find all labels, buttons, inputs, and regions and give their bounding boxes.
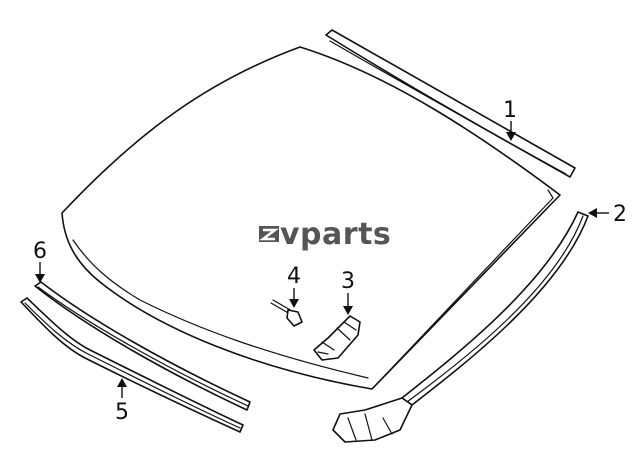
watermark-logo-icon	[259, 226, 279, 242]
callout-label-2: 2	[613, 202, 627, 227]
watermark: vparts	[259, 217, 391, 252]
callout-arrow-5	[117, 378, 127, 398]
callout-label-6: 6	[33, 239, 47, 264]
side-molding-right[interactable]	[332, 211, 589, 443]
lower-molding-left[interactable]	[20, 297, 244, 433]
callout-label-1: 1	[503, 98, 517, 123]
trim-strip-left[interactable]	[34, 281, 251, 411]
watermark-text: vparts	[280, 217, 391, 252]
callout-arrow-6	[35, 262, 45, 283]
callout-arrow-2	[588, 208, 609, 218]
retainer-clip[interactable]	[270, 299, 303, 327]
callout-label-3: 3	[341, 269, 355, 294]
upper-molding[interactable]	[325, 29, 576, 178]
callout-arrow-4	[289, 288, 299, 308]
callout-arrow-3	[343, 293, 353, 315]
windshield-glass[interactable]	[61, 46, 561, 390]
sensor-bracket[interactable]	[313, 315, 361, 361]
callout-label-4: 4	[287, 264, 301, 289]
callout-arrow-1	[506, 121, 516, 141]
callout-label-5: 5	[115, 400, 129, 425]
